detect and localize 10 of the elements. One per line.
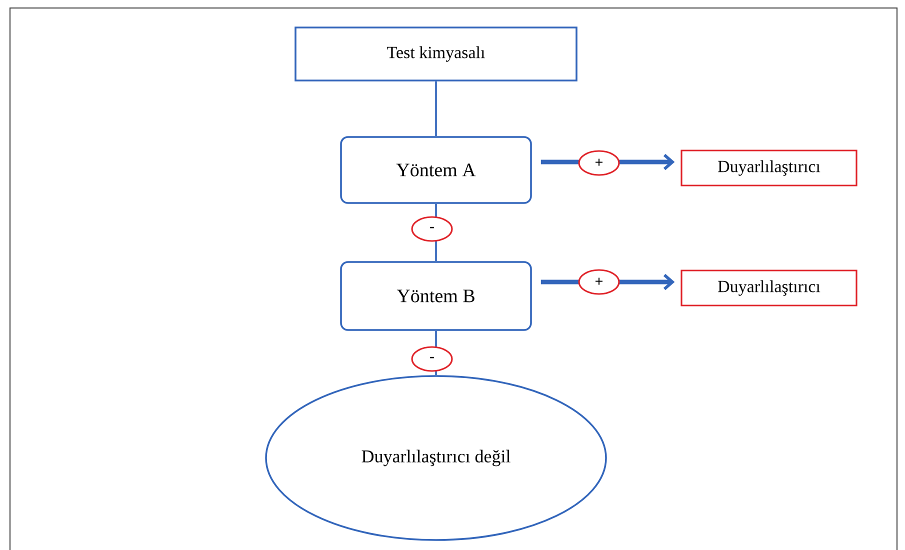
result-box: Duyarlılaştırıcı (680, 270, 858, 306)
edge-label: - (411, 346, 453, 372)
process-box: Yöntem B (340, 261, 532, 331)
connector-line (435, 81, 437, 136)
process-box: Test kimyasalı (294, 26, 578, 82)
edge-label: + (578, 150, 620, 176)
result-box: Duyarlılaştırıcı (680, 150, 858, 186)
process-box: Yöntem A (340, 136, 532, 204)
edge-label: - (411, 216, 453, 242)
edge-label: + (578, 269, 620, 295)
